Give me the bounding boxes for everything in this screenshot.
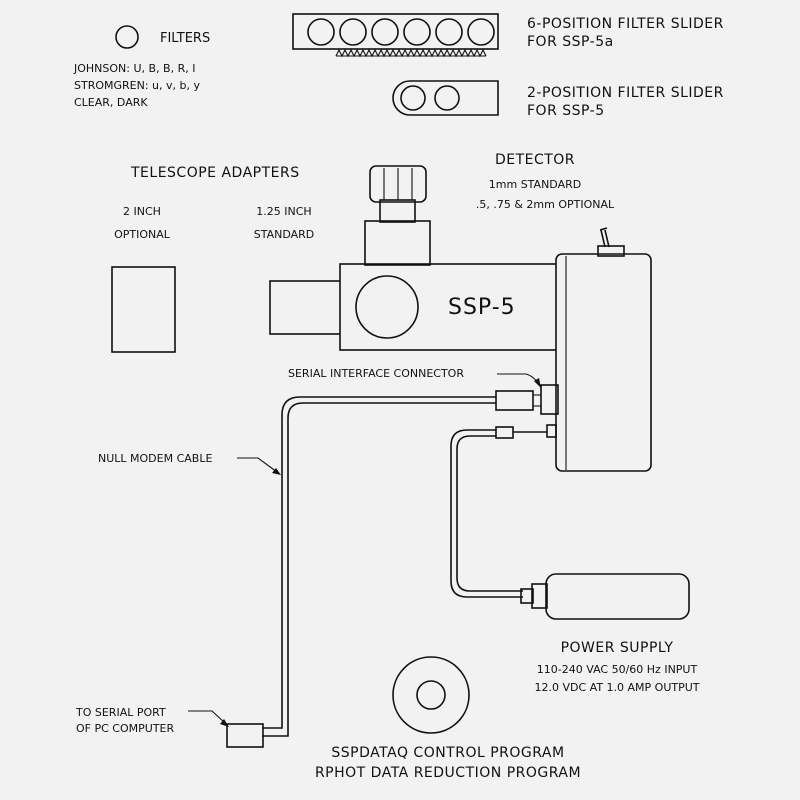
power-input: 110-240 VAC 50/60 Hz INPUT bbox=[537, 663, 698, 676]
six-position-slider bbox=[292, 13, 499, 58]
slider6-line1: 6-POSITION FILTER SLIDER bbox=[527, 16, 724, 32]
null-modem-label: NULL MODEM CABLE bbox=[98, 452, 212, 465]
software-line2: RPHOT DATA REDUCTION PROGRAM bbox=[315, 765, 581, 781]
power-cable-path bbox=[450, 429, 523, 598]
detector-standard: 1mm STANDARD bbox=[489, 178, 581, 191]
adapter-125inch-label: 1.25 INCH bbox=[256, 205, 311, 218]
pc-serial-plug bbox=[226, 723, 264, 748]
filters-title: FILTERS bbox=[160, 31, 210, 46]
filter-circle-icon bbox=[115, 25, 139, 49]
serial-port-leader bbox=[188, 710, 227, 725]
two-position-slider bbox=[392, 80, 499, 116]
filters-johnson: JOHNSON: U, B, B, R, I bbox=[73, 62, 195, 75]
software-disc-icon bbox=[392, 656, 470, 734]
serial-arrow-icon bbox=[534, 378, 541, 388]
detector-title: DETECTOR bbox=[495, 152, 575, 168]
cable-serial-plug bbox=[495, 390, 534, 411]
power-supply-box bbox=[545, 573, 690, 620]
serial-port-arrow-icon bbox=[220, 719, 229, 727]
null-modem-leader bbox=[237, 457, 278, 473]
slider2-line1: 2-POSITION FILTER SLIDER bbox=[527, 85, 724, 101]
detector-optional: .5, .75 & 2mm OPTIONAL bbox=[476, 198, 615, 211]
software-line1: SSPDATAQ CONTROL PROGRAM bbox=[331, 745, 564, 761]
slider2-line2: FOR SSP-5 bbox=[527, 103, 605, 119]
serial-port-line1: TO SERIAL PORT bbox=[75, 706, 166, 719]
null-modem-arrow-icon bbox=[272, 468, 281, 475]
adapter-2inch-shape bbox=[111, 266, 176, 353]
serial-port-line2: OF PC COMPUTER bbox=[76, 722, 174, 735]
ssp5-photometer bbox=[269, 165, 652, 472]
filters-stromgren: STROMGREN: u, v, b, y bbox=[74, 79, 200, 92]
adapter-2inch-label: 2 INCH bbox=[123, 205, 161, 218]
power-plug bbox=[495, 426, 514, 439]
slider6-line2: FOR SSP-5a bbox=[527, 34, 614, 50]
power-output: 12.0 VDC AT 1.0 AMP OUTPUT bbox=[534, 681, 699, 694]
adapter-2inch-note: OPTIONAL bbox=[114, 228, 171, 241]
serial-connector-label: SERIAL INTERFACE CONNECTOR bbox=[288, 367, 464, 380]
ssp5-label: SSP-5 bbox=[448, 295, 516, 320]
adapters-title: TELESCOPE ADAPTERS bbox=[130, 165, 300, 181]
null-modem-cable-path bbox=[262, 396, 496, 729]
power-title: POWER SUPPLY bbox=[561, 640, 674, 656]
serial-connector-leader bbox=[497, 373, 540, 386]
filters-clear-dark: CLEAR, DARK bbox=[74, 96, 148, 109]
adapter-125inch-note: STANDARD bbox=[254, 228, 315, 241]
